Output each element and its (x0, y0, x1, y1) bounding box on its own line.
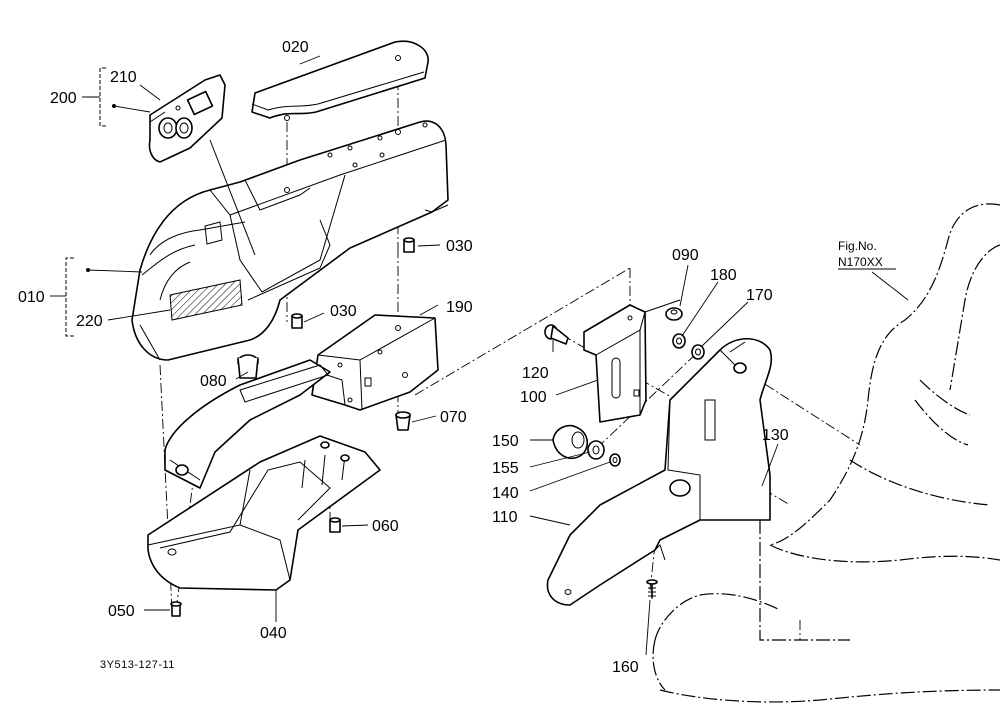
seat-background-outline (652, 203, 1000, 703)
callout-050: 050 (108, 603, 135, 620)
callout-150: 150 (492, 433, 519, 450)
grommet-090 (665, 307, 683, 321)
mounting-plate-100 (583, 299, 681, 423)
leader-lines (50, 55, 909, 656)
callout-180: 180 (710, 267, 737, 284)
knob-150 (552, 424, 589, 460)
callout-070: 070 (440, 409, 467, 426)
callout-040: 040 (260, 625, 287, 642)
callout-010: 010 (18, 289, 45, 306)
bushing-180 (672, 333, 686, 349)
screw-050 (170, 601, 182, 617)
callout-210: 210 (110, 69, 137, 86)
screw-060 (329, 517, 341, 533)
nut-140 (609, 453, 621, 467)
fig-number: N170XX (838, 255, 883, 269)
control-panel-200 (148, 74, 256, 256)
screw-030-lower (291, 313, 303, 329)
drawing-code: 3Y513-127-11 (100, 659, 175, 671)
callout-140: 140 (492, 485, 519, 502)
armrest-pad-020 (251, 40, 429, 121)
callout-090: 090 (672, 247, 699, 264)
callout-100: 100 (520, 389, 547, 406)
callout-170: 170 (746, 287, 773, 304)
callout-labels: 020 210 200 010 220 030 030 190 080 070 … (18, 39, 789, 676)
plate-080 (164, 354, 331, 489)
bolt-160 (646, 579, 658, 599)
callout-110: 110 (492, 509, 518, 526)
armrest-housing-010 (131, 120, 449, 361)
callout-060: 060 (372, 518, 399, 535)
callout-030-lower: 030 (330, 303, 357, 320)
washer-155 (587, 440, 605, 460)
callout-160: 160 (612, 659, 639, 676)
side-bracket-110 (546, 338, 773, 606)
callout-200: 200 (50, 90, 77, 107)
callout-080: 080 (200, 373, 227, 390)
washer-170 (691, 344, 705, 360)
callout-120: 120 (522, 365, 549, 382)
fig-label: Fig.No. (838, 239, 877, 253)
bolt-120 (544, 324, 569, 345)
callout-220: 220 (76, 313, 103, 330)
screw-070 (395, 411, 411, 431)
screw-030-upper (403, 237, 415, 253)
callout-020: 020 (282, 39, 309, 56)
callout-030-upper: 030 (446, 238, 473, 255)
lower-cover-040 (147, 435, 381, 591)
callout-130: 130 (762, 427, 789, 444)
callout-190: 190 (446, 299, 473, 316)
callout-155: 155 (492, 460, 519, 477)
bracket-190 (311, 314, 439, 411)
figure-reference: Fig.No. N170XX (838, 239, 883, 269)
